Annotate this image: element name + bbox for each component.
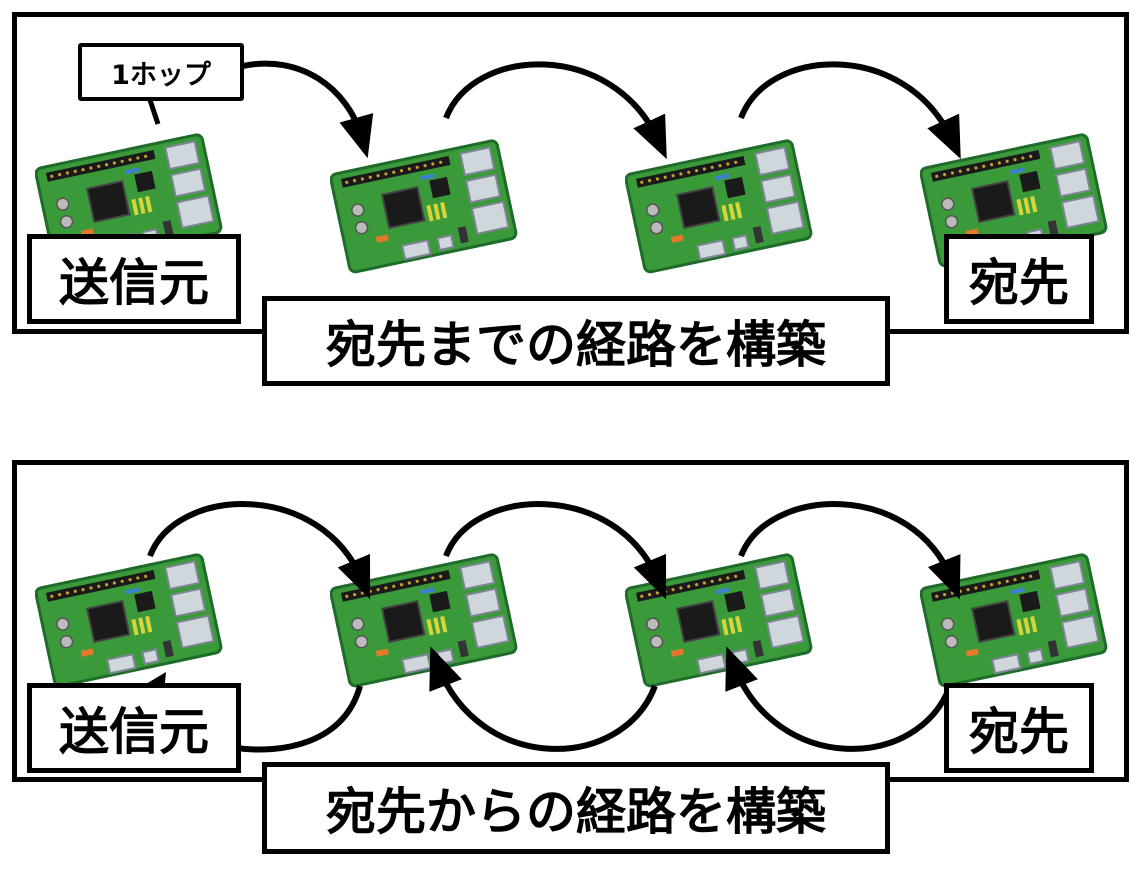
hop-bubble-tail bbox=[147, 99, 161, 125]
destination-label: 宛先 bbox=[944, 683, 1094, 773]
destination-label: 宛先 bbox=[944, 234, 1094, 324]
hop-label: 1ホップ bbox=[78, 43, 244, 101]
hop-arrow bbox=[443, 61, 667, 160]
return-arrow bbox=[235, 685, 363, 753]
panel-title: 宛先からの経路を構築 bbox=[262, 762, 890, 854]
hop-arrow bbox=[738, 501, 961, 600]
source-label: 送信元 bbox=[27, 234, 241, 324]
hop-arrow bbox=[443, 501, 667, 600]
panel-title: 宛先までの経路を構築 bbox=[262, 296, 890, 386]
return-arrow bbox=[429, 646, 658, 752]
hop-arrow bbox=[738, 61, 961, 160]
source-label: 送信元 bbox=[27, 683, 241, 773]
hop-arrow bbox=[147, 501, 371, 600]
return-arrow bbox=[725, 646, 953, 752]
hop-arrow bbox=[242, 60, 374, 159]
